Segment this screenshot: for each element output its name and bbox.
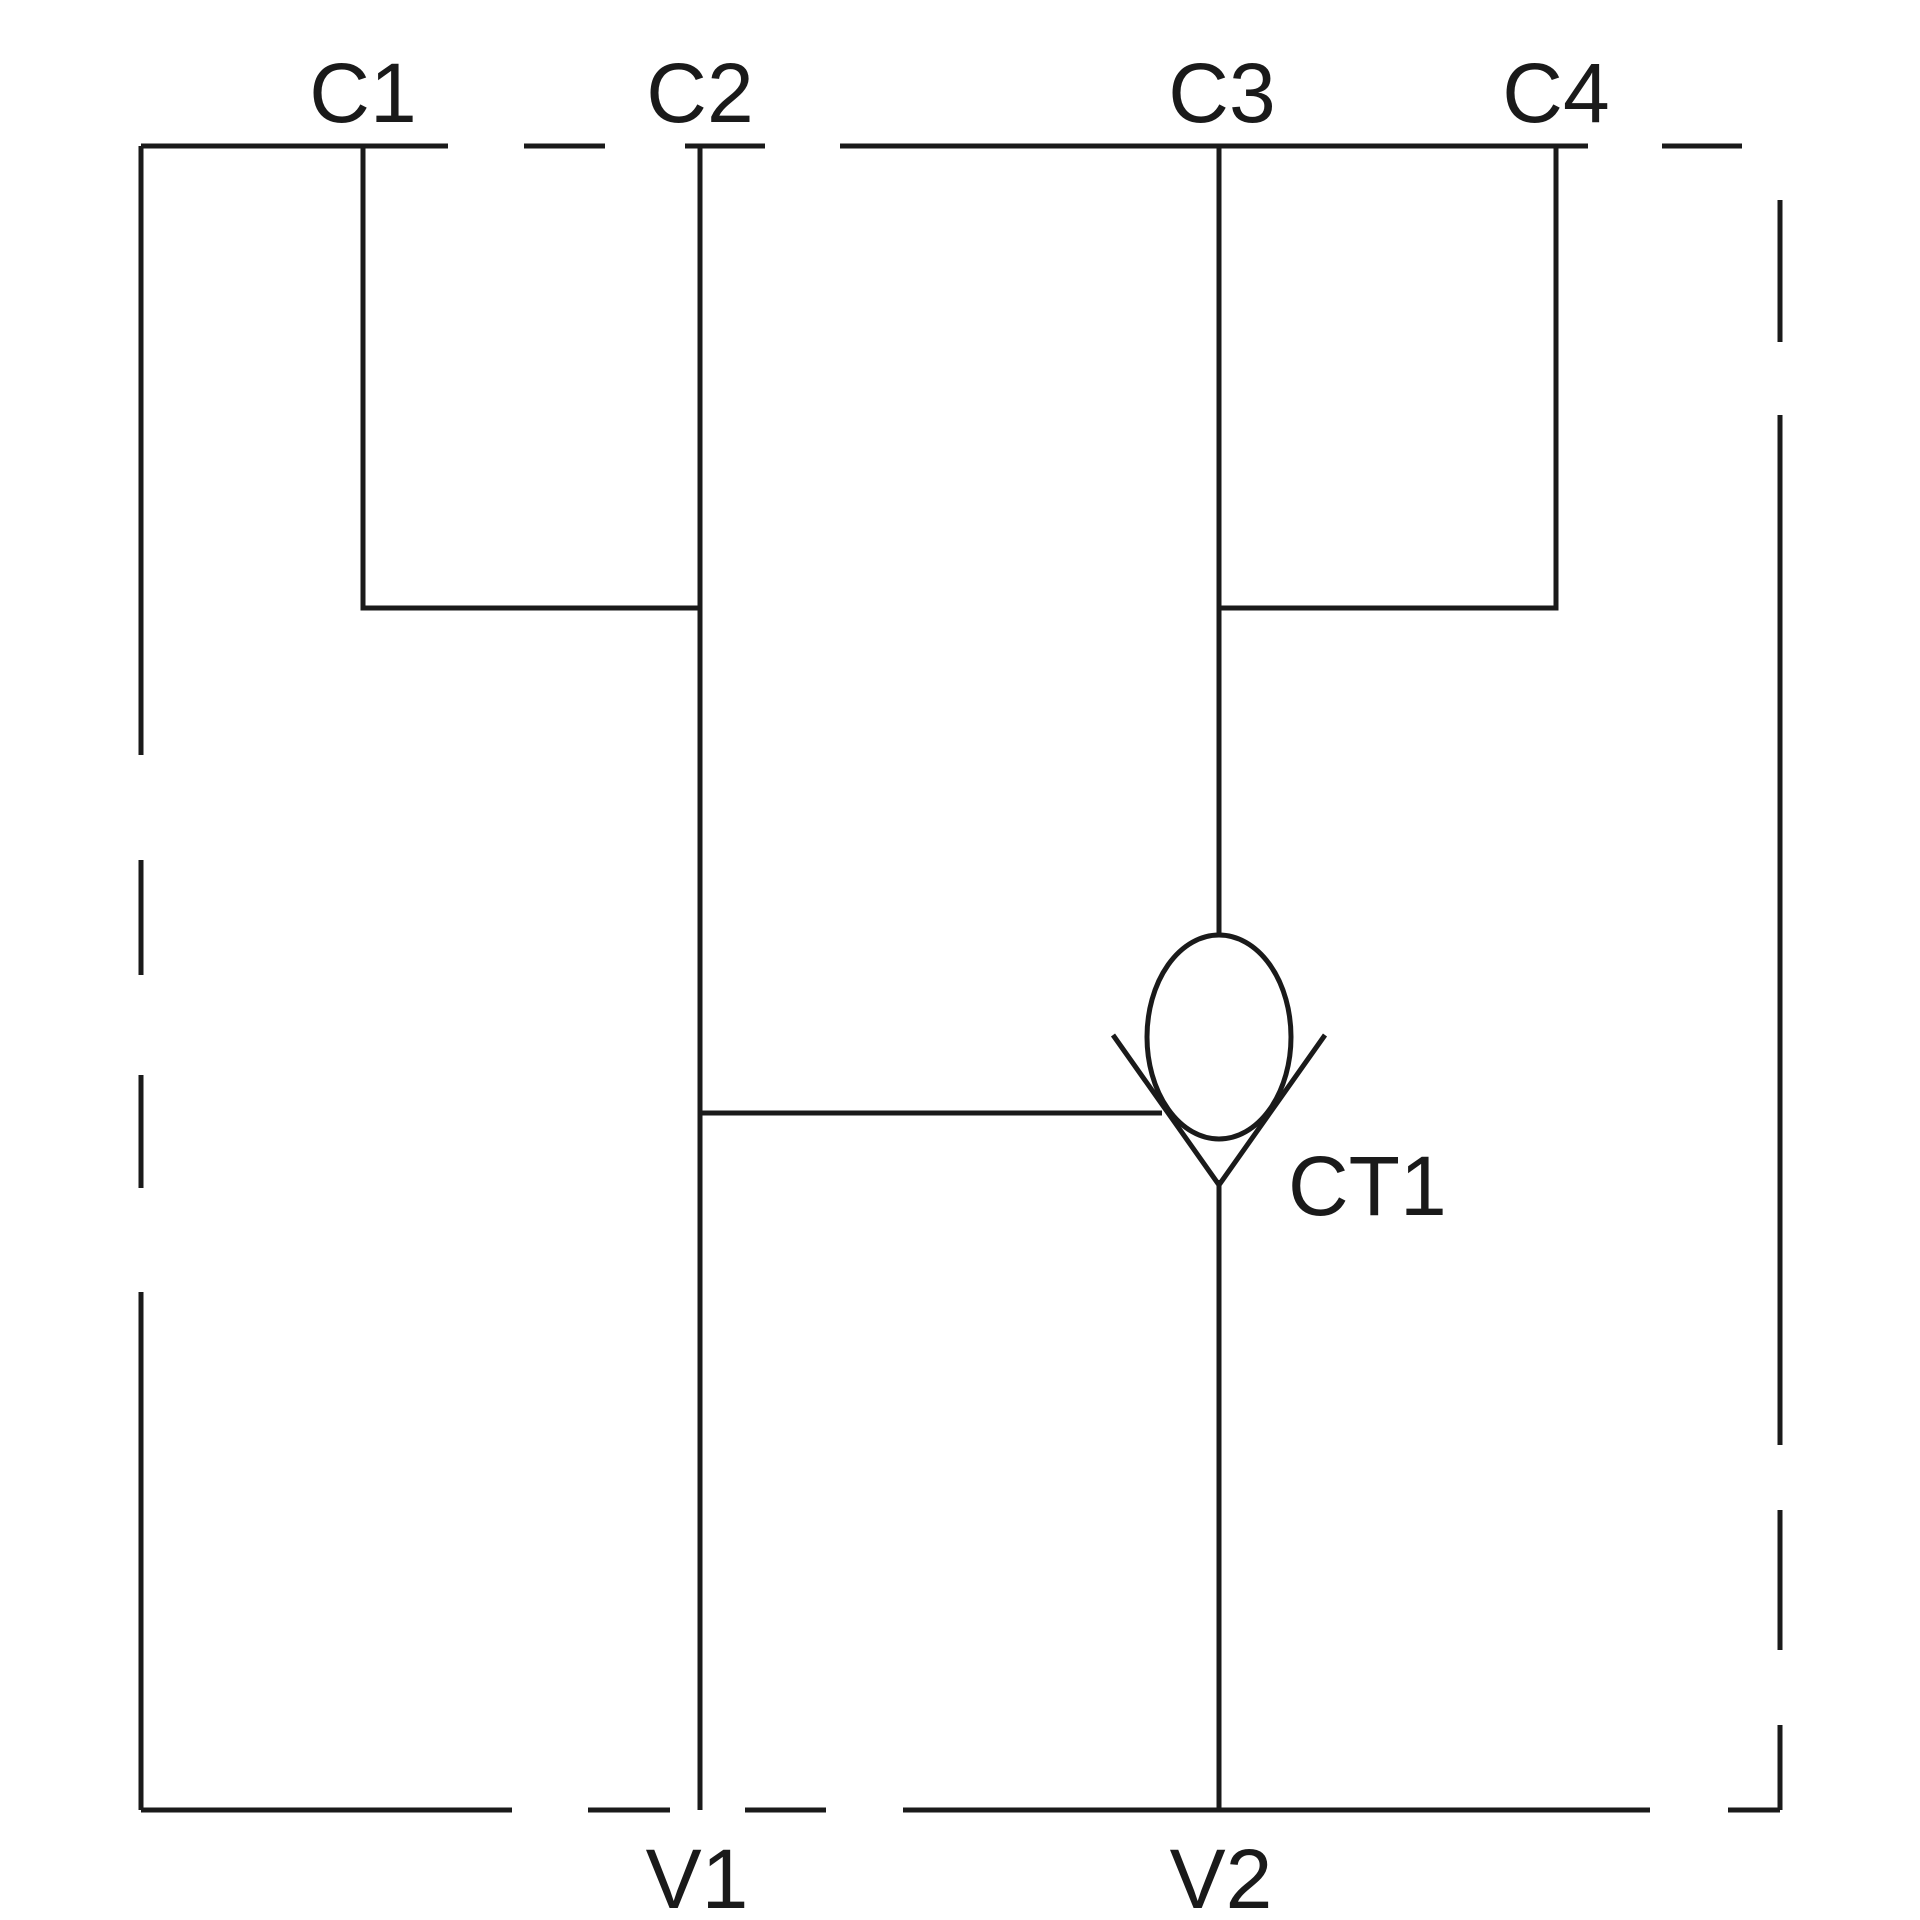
check-valve-seat bbox=[1110, 1033, 1328, 1190]
port-labels: C1 C2 C3 C4 V1 V2 CT1 bbox=[309, 46, 1609, 1920]
port-label-v2: V2 bbox=[1170, 1832, 1273, 1920]
c4-branch-line bbox=[1219, 146, 1559, 611]
port-label-c3: C3 bbox=[1168, 46, 1275, 140]
housing-boundary bbox=[138, 143, 1783, 1813]
flow-lines bbox=[360, 146, 1559, 1810]
port-label-c1: C1 bbox=[309, 46, 416, 140]
check-valve-ct1 bbox=[1110, 932, 1328, 1190]
port-label-c2: C2 bbox=[646, 46, 753, 140]
check-valve-ball bbox=[1144, 932, 1294, 1142]
c1-branch-line bbox=[360, 146, 700, 611]
port-label-c4: C4 bbox=[1502, 46, 1609, 140]
port-label-v1: V1 bbox=[646, 1832, 749, 1920]
component-label-ct1: CT1 bbox=[1288, 1139, 1447, 1233]
